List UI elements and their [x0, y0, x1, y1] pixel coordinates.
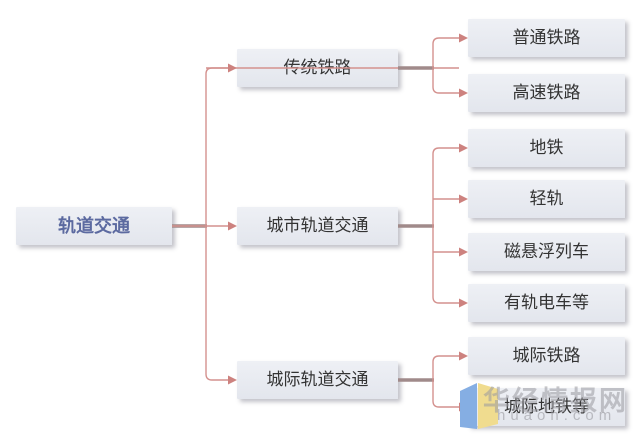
node-light-rail: 轻轨	[468, 180, 625, 218]
node-traditional-railway: 传统铁路	[237, 49, 398, 87]
node-ordinary-railway: 普通铁路	[468, 19, 625, 57]
node-intercity-subway-etc: 城际地铁等	[468, 388, 625, 426]
node-intercity-railway: 城际铁路	[468, 337, 625, 375]
node-subway: 地铁	[468, 129, 625, 167]
node-high-speed-railway: 高速铁路	[468, 74, 625, 112]
node-urban-rail-transit: 城市轨道交通	[237, 207, 398, 245]
node-rail-transit: 轨道交通	[16, 207, 172, 245]
node-intercity-rail-transit: 城际轨道交通	[237, 361, 398, 399]
node-tram-etc: 有轨电车等	[468, 284, 625, 322]
node-maglev-train: 磁悬浮列车	[468, 233, 625, 271]
